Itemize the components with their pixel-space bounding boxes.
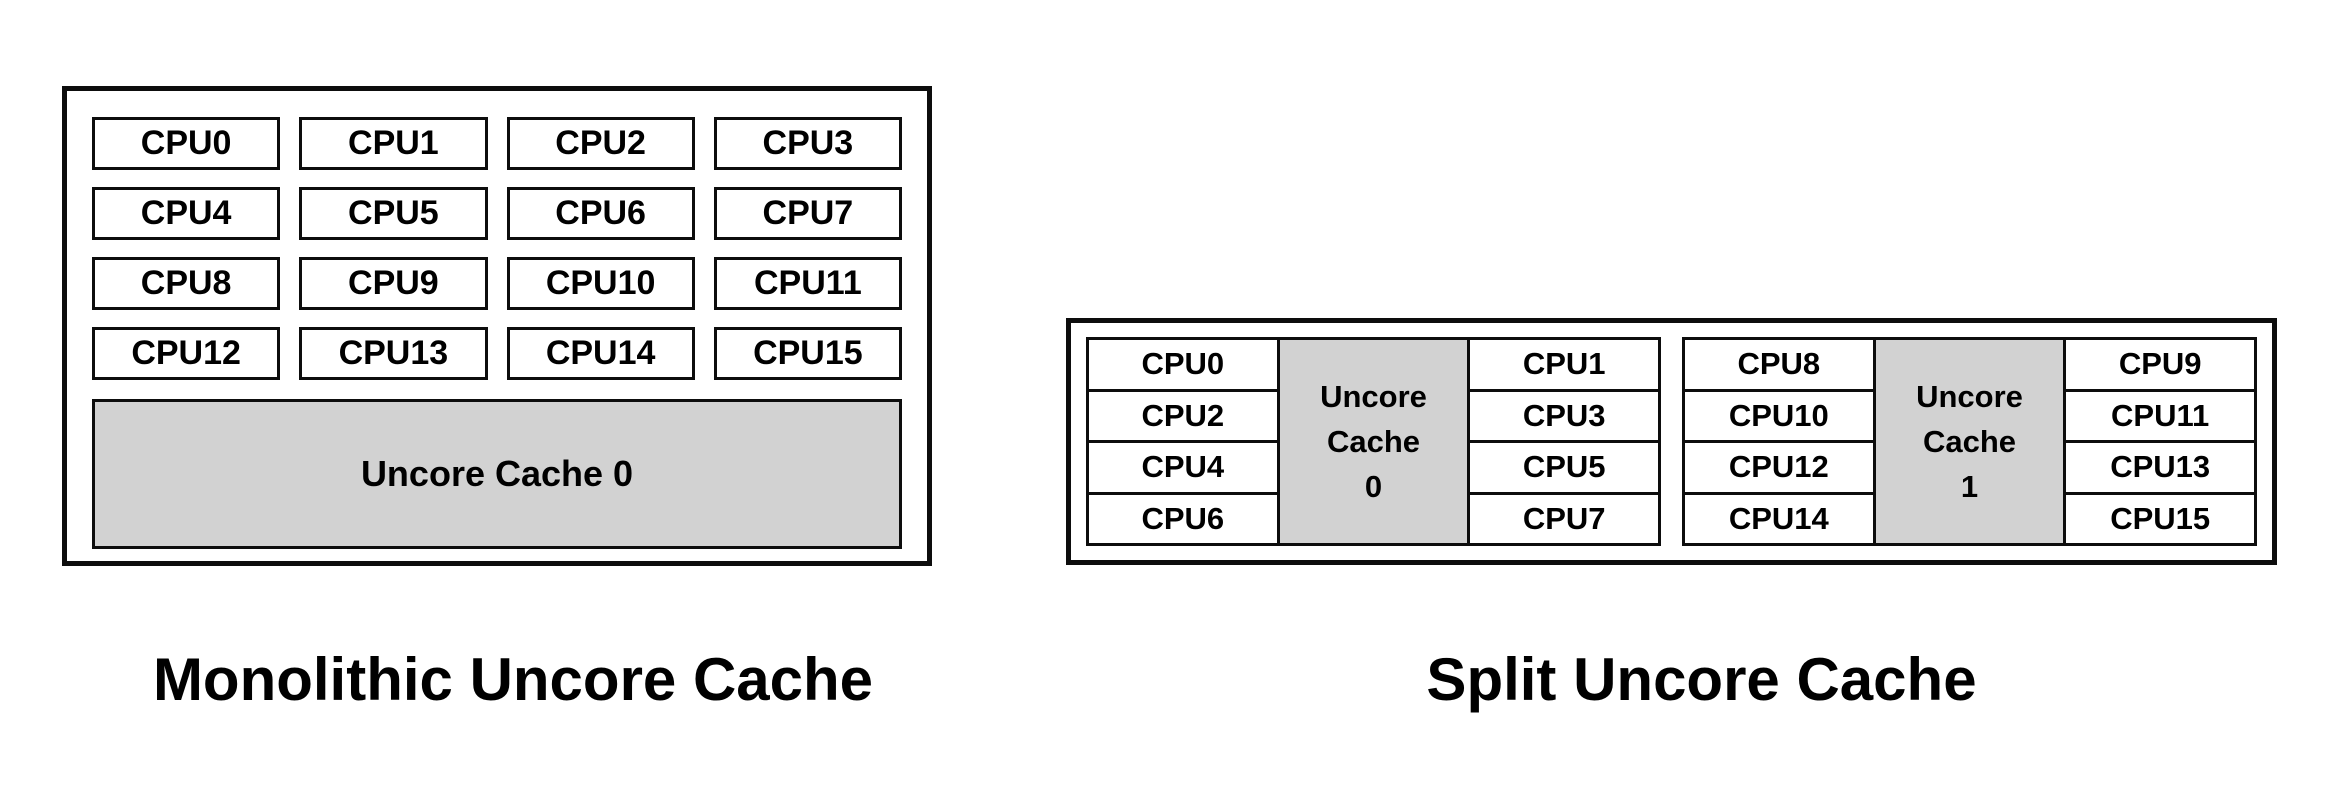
cpu-cell: CPU13: [299, 327, 488, 380]
cpu-cell: CPU2: [506, 117, 695, 170]
cache-label-line: Cache: [1922, 424, 2017, 459]
cache-label-line: Cache: [1326, 424, 1421, 459]
cpu-cell: CPU0: [1089, 340, 1277, 389]
cpu-cell: CPU4: [92, 187, 281, 240]
split-package-box: CPU0 CPU2 CPU4 CPU6 Uncore Cache 0 CPU1 …: [1066, 318, 2277, 565]
monolithic-cpu-grid: CPU0 CPU1 CPU2 CPU3 CPU4 CPU5 CPU6 CPU7 …: [92, 117, 902, 380]
split-cluster-0: CPU0 CPU2 CPU4 CPU6 Uncore Cache 0 CPU1 …: [1086, 337, 1661, 546]
cache-label-line: Uncore: [1916, 379, 2023, 414]
cpu-cell: CPU12: [92, 327, 281, 380]
cpu-cell: CPU8: [92, 257, 281, 310]
cpu-cell: CPU2: [1089, 391, 1277, 440]
cache-label-line: 0: [1364, 469, 1383, 504]
cpu-cell: CPU11: [713, 257, 902, 310]
cache-label-line: 1: [1960, 469, 1979, 504]
monolithic-caption: Monolithic Uncore Cache: [152, 646, 874, 713]
cpu-cell: CPU1: [1470, 340, 1658, 389]
monolithic-package-box: CPU0 CPU1 CPU2 CPU3 CPU4 CPU5 CPU6 CPU7 …: [62, 86, 932, 566]
cpu-cell: CPU13: [2066, 443, 2254, 492]
cpu-cell: CPU6: [506, 187, 695, 240]
cpu-cell: CPU9: [299, 257, 488, 310]
cpu-cell: CPU8: [1685, 340, 1873, 389]
cpu-cell: CPU7: [713, 187, 902, 240]
cpu-cell: CPU6: [1089, 494, 1277, 543]
cpu-cell: CPU3: [713, 117, 902, 170]
uncore-cache-0-cell: Uncore Cache 0: [1279, 340, 1468, 543]
cpu-cell: CPU0: [92, 117, 281, 170]
cpu-cell: CPU10: [1685, 391, 1873, 440]
cpu-cell: CPU14: [506, 327, 695, 380]
cache-label-line: Uncore: [1320, 379, 1427, 414]
cpu-cell: CPU15: [2066, 494, 2254, 543]
cpu-cell: CPU5: [299, 187, 488, 240]
cpu-cell: CPU5: [1470, 443, 1658, 492]
cpu-cell: CPU3: [1470, 391, 1658, 440]
uncore-cache-0-box: Uncore Cache 0: [92, 399, 902, 549]
cpu-cell: CPU14: [1685, 494, 1873, 543]
cpu-cell: CPU12: [1685, 443, 1873, 492]
cpu-cell: CPU9: [2066, 340, 2254, 389]
split-cluster-1: CPU8 CPU10 CPU12 CPU14 Uncore Cache 1 CP…: [1682, 337, 2257, 546]
cpu-cell: CPU1: [299, 117, 488, 170]
cpu-cell: CPU11: [2066, 391, 2254, 440]
split-caption: Split Uncore Cache: [1426, 646, 1977, 713]
cpu-cell: CPU15: [713, 327, 902, 380]
cpu-cell: CPU4: [1089, 443, 1277, 492]
cpu-cell: CPU10: [506, 257, 695, 310]
cpu-cell: CPU7: [1470, 494, 1658, 543]
uncore-cache-1-cell: Uncore Cache 1: [1875, 340, 2064, 543]
